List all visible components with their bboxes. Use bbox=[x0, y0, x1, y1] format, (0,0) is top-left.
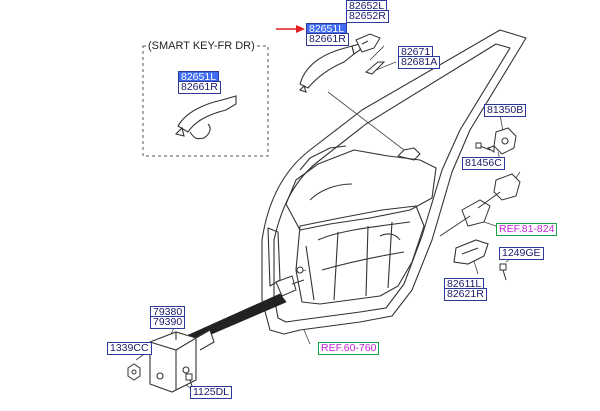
latch-screw bbox=[475, 142, 491, 151]
smart-key-callout-box bbox=[142, 45, 269, 157]
bolt-1125dl bbox=[185, 373, 193, 387]
red-pointer-arrow bbox=[276, 25, 305, 33]
label-ref-60-760[interactable]: REF.60-760 bbox=[318, 342, 380, 355]
smart-key-callout-title: (SMART KEY-FR DR) bbox=[146, 40, 257, 52]
door-latch bbox=[486, 127, 517, 155]
door-checker-strap bbox=[181, 266, 305, 345]
label-1339cc[interactable]: 1339CC bbox=[107, 342, 152, 355]
label-81350b[interactable]: 81350B bbox=[484, 104, 527, 117]
smart-key-handle bbox=[174, 95, 237, 140]
label-81456c[interactable]: 81456C bbox=[462, 157, 505, 170]
label-82681a[interactable]: 82681A bbox=[398, 56, 441, 69]
latch-actuator bbox=[439, 173, 521, 237]
label-82611l[interactable]: 82611L bbox=[444, 278, 485, 291]
label-82661r-top[interactable]: 82661R bbox=[306, 33, 349, 46]
label-82621r[interactable]: 82621R bbox=[444, 288, 487, 301]
door-checker bbox=[149, 329, 215, 393]
handle-gasket bbox=[364, 61, 386, 75]
label-82661r-box[interactable]: 82661R bbox=[178, 81, 221, 94]
handle-cover bbox=[355, 33, 381, 53]
label-ref-81-824[interactable]: REF.81-824 bbox=[496, 223, 558, 236]
outer-handle bbox=[298, 43, 361, 93]
door-shell bbox=[261, 29, 527, 335]
label-1125dl[interactable]: 1125DL bbox=[190, 386, 233, 399]
label-1249ge[interactable]: 1249GE bbox=[499, 247, 544, 260]
label-79390[interactable]: 79390 bbox=[150, 316, 186, 329]
bolt-1249ge bbox=[499, 263, 507, 281]
nut-1339cc bbox=[127, 363, 141, 381]
label-82652r[interactable]: 82652R bbox=[346, 10, 389, 23]
inside-handle bbox=[453, 239, 489, 265]
